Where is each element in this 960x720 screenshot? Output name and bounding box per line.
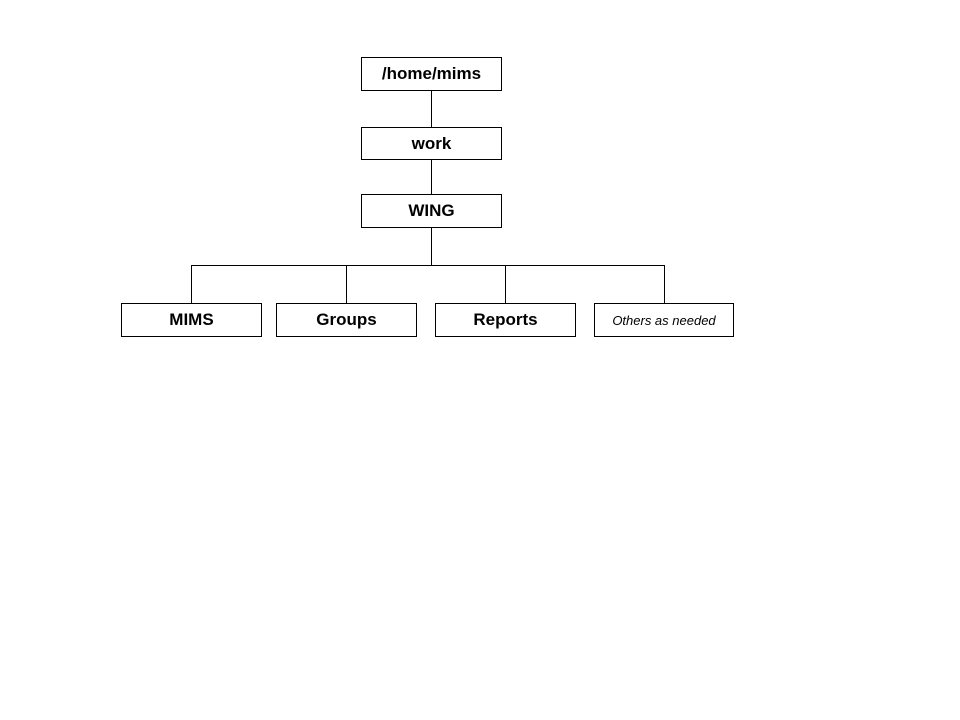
node-others-as-needed: Others as needed (594, 303, 734, 337)
connector-children-bar (191, 265, 665, 266)
connector-to-others (664, 265, 665, 304)
connector-to-mims (191, 265, 192, 304)
node-home-mims: /home/mims (361, 57, 502, 91)
node-others-label: Others as needed (612, 312, 716, 328)
connector-to-groups (346, 265, 347, 304)
node-reports: Reports (435, 303, 576, 337)
node-wing-label: WING (408, 201, 455, 220)
node-mims-label: MIMS (169, 310, 214, 329)
node-home-mims-label: /home/mims (381, 64, 482, 83)
node-mims: MIMS (121, 303, 262, 337)
connector-to-reports (505, 265, 506, 304)
node-work-label: work (411, 133, 452, 153)
node-work: work (361, 127, 502, 160)
node-reports-label: Reports (473, 310, 538, 329)
node-groups-label: Groups (316, 310, 377, 329)
node-groups: Groups (276, 303, 417, 337)
node-wing: WING (361, 194, 502, 228)
connector-home-to-work (431, 90, 432, 128)
connector-work-to-wing (431, 159, 432, 195)
connector-wing-down (431, 227, 432, 266)
